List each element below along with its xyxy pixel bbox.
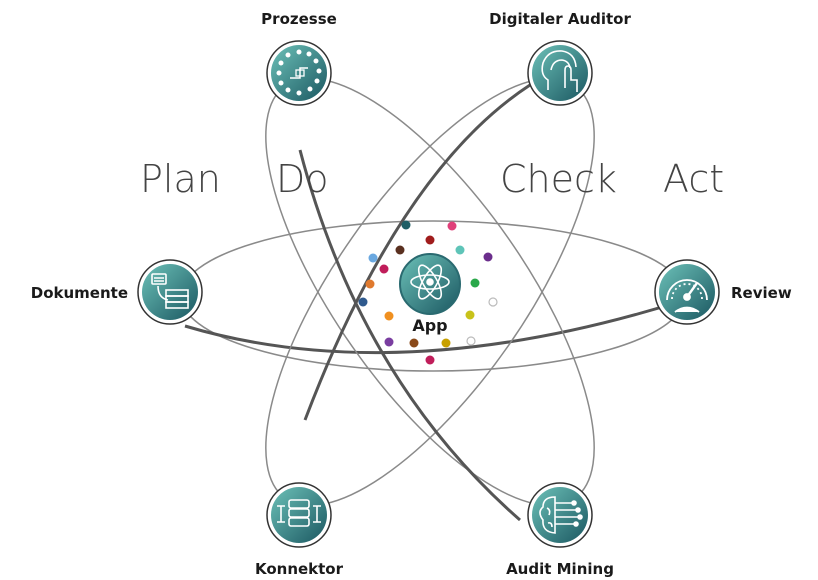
review-label: Review	[731, 284, 792, 302]
app-dot	[470, 278, 480, 288]
app-dot	[384, 311, 394, 321]
node-prozesse[interactable]: Prozesse	[261, 10, 337, 106]
app-dot	[455, 245, 465, 255]
phase-do: Do	[276, 157, 329, 201]
phase-check: Check	[500, 157, 617, 201]
phase-labels: Plan Do Check Act	[140, 157, 724, 201]
node-digitaler-auditor[interactable]: Digitaler Auditor	[489, 10, 631, 106]
konnektor-label: Konnektor	[255, 560, 344, 578]
app-dot	[409, 338, 419, 348]
node-audit-mining[interactable]: Audit Mining	[506, 482, 614, 578]
app-dot	[368, 253, 378, 263]
orbit-horizontal-front	[184, 298, 686, 355]
app-dot	[379, 264, 389, 274]
app-dot	[488, 297, 498, 307]
app-dot	[465, 310, 475, 320]
app-dot	[401, 220, 411, 230]
app-dot-ring	[358, 220, 498, 365]
node-dokumente[interactable]: Dokumente	[31, 259, 203, 325]
head-touch-icon	[541, 50, 578, 92]
orbit-front-stroke-b	[298, 149, 521, 522]
app-dot	[441, 338, 451, 348]
app-node[interactable]: App	[397, 251, 463, 335]
prozesse-label: Prozesse	[261, 10, 337, 28]
dokumente-label: Dokumente	[31, 284, 128, 302]
digitaler-auditor-label: Digitaler Auditor	[489, 10, 631, 28]
app-dot	[466, 336, 476, 346]
app-dot	[365, 279, 375, 289]
atom-icon	[410, 264, 450, 300]
audit-mining-label: Audit Mining	[506, 560, 614, 578]
app-label: App	[412, 316, 447, 335]
app-dot	[447, 221, 457, 231]
app-dot	[358, 297, 368, 307]
documents-stack-icon	[151, 273, 189, 309]
gauge-icon	[666, 279, 708, 313]
circuit-icon	[276, 49, 322, 96]
brain-network-icon	[539, 496, 583, 534]
app-dot	[425, 355, 435, 365]
app-dot	[483, 252, 493, 262]
node-review[interactable]: Review	[654, 259, 792, 325]
node-konnektor[interactable]: Konnektor	[255, 482, 344, 578]
database-connector-icon	[277, 499, 321, 527]
app-dot	[384, 337, 394, 347]
app-dot	[395, 245, 405, 255]
phase-act: Act	[663, 157, 724, 201]
app-dot	[425, 235, 435, 245]
phase-plan: Plan	[140, 157, 221, 201]
orbit-front-stroke-a	[303, 83, 531, 421]
